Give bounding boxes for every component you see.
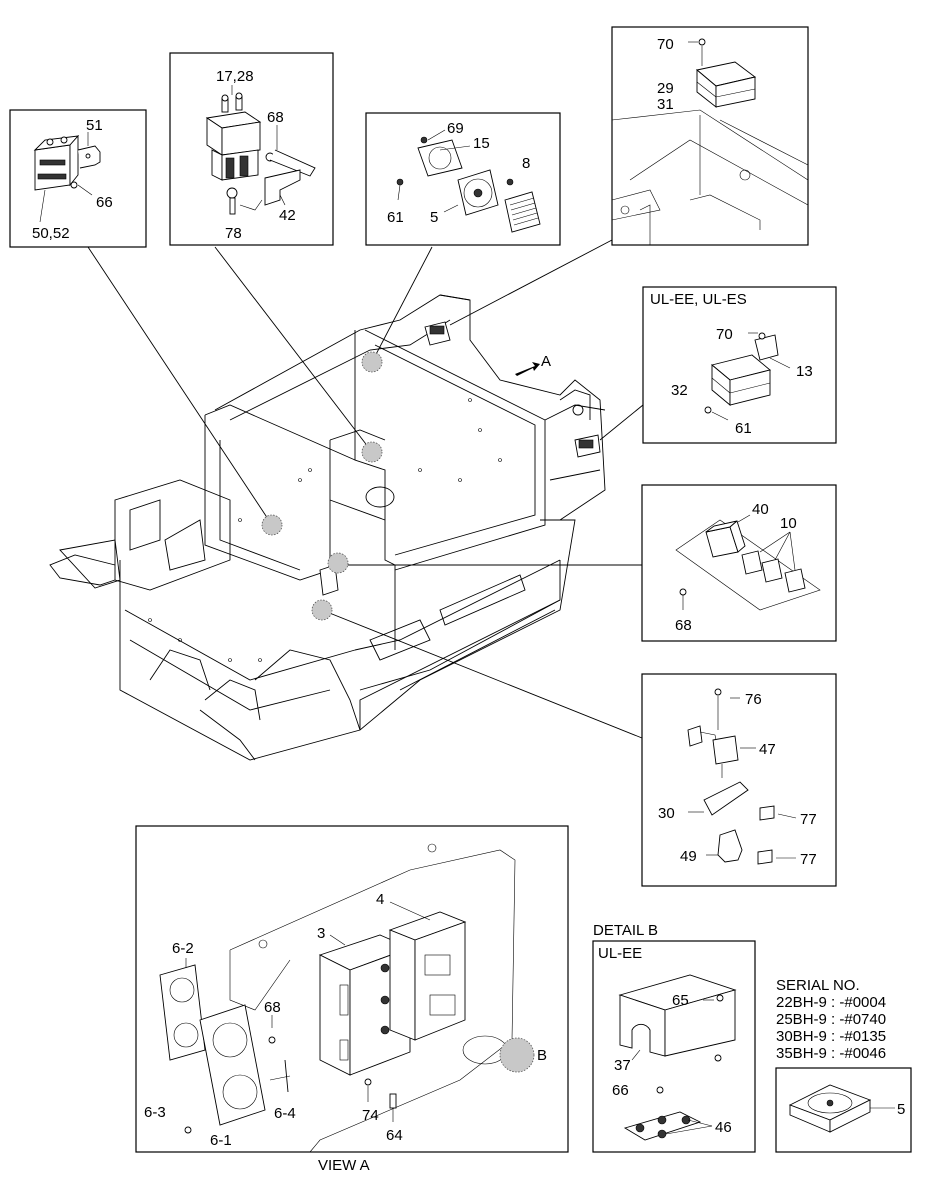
view-a-arrow-label: A [541,353,551,370]
label-10: 10 [780,515,797,532]
converter-box: 70 29 31 [611,26,809,246]
label-61-ul: 61 [735,420,752,437]
label-64: 64 [386,1127,403,1144]
label-76: 76 [745,691,762,708]
label-42: 42 [279,207,296,224]
label-70-ul: 70 [716,326,733,343]
label-6-3: 6-3 [144,1104,166,1121]
label-77-upper: 77 [800,811,817,828]
serial-title: SERIAL NO. [776,977,860,994]
view-a-box: 3 4 6-2 68 6-4 6-3 6-1 74 64 [135,825,569,1153]
label-47: 47 [759,741,776,758]
relay-contactor-box: 51 66 50,52 [9,109,147,248]
view-a-caption: VIEW A [318,1157,370,1174]
label-6-1: 6-1 [210,1132,232,1149]
label-5-serial: 5 [897,1101,905,1118]
serial-note: SERIAL NO. 22BH-9 : -#0004 25BH-9 : -#07… [776,977,886,1062]
label-50-52: 50,52 [32,225,70,242]
label-3: 3 [317,925,325,942]
label-68-viewa: 68 [264,999,281,1016]
label-8: 8 [522,155,530,172]
serial-line-2: 25BH-9 : -#0740 [776,1011,886,1028]
label-6-4: 6-4 [274,1105,296,1122]
label-29: 29 [657,80,674,97]
label-74: 74 [362,1107,379,1124]
label-78: 78 [225,225,242,242]
serial-line-4: 35BH-9 : -#0046 [776,1045,886,1062]
label-69: 69 [447,120,464,137]
label-30: 30 [658,805,675,822]
label-5: 5 [430,209,438,226]
label-4: 4 [376,891,384,908]
label-77-lower: 77 [800,851,817,868]
label-32: 32 [671,382,688,399]
serial-line-3: 30BH-9 : -#0135 [776,1028,886,1045]
label-17-28: 17,28 [216,68,254,85]
label-65: 65 [672,992,689,1009]
label-31: 31 [657,96,674,113]
label-51: 51 [86,117,103,134]
label-68-relays: 68 [675,617,692,634]
ul-converter-header: UL-EE, UL-ES [650,291,747,308]
detail-b-box: UL-EE 65 37 66 46 [592,940,756,1153]
relays-box: 40 10 68 [641,484,837,642]
label-49: 49 [680,848,697,865]
frame-assembly: A [49,294,606,761]
label-66: 66 [96,194,113,211]
callout-circles [261,351,383,621]
label-13: 13 [796,363,813,380]
serial-line-1: 22BH-9 : -#0004 [776,994,886,1011]
detail-b-title: DETAIL B [593,922,658,939]
label-68: 68 [267,109,284,126]
label-b: B [537,1047,547,1064]
ul-converter-box: UL-EE, UL-ES 70 13 32 61 [642,286,837,444]
label-15: 15 [473,135,490,152]
label-66-detail: 66 [612,1082,629,1099]
main-contactor-box: 17,28 68 42 78 [169,52,334,246]
leader-lines [87,239,644,739]
label-46: 46 [715,1119,732,1136]
sensor-box: 47 76 30 77 49 77 [641,673,837,887]
label-70-converter: 70 [657,36,674,53]
label-40: 40 [752,501,769,518]
label-37: 37 [614,1057,631,1074]
detail-b-header: UL-EE [598,945,642,962]
label-61: 61 [387,209,404,226]
fan-box: 69 15 8 61 5 [365,112,561,246]
label-6-2: 6-2 [172,940,194,957]
serial-fan-box: 5 [775,1067,912,1153]
